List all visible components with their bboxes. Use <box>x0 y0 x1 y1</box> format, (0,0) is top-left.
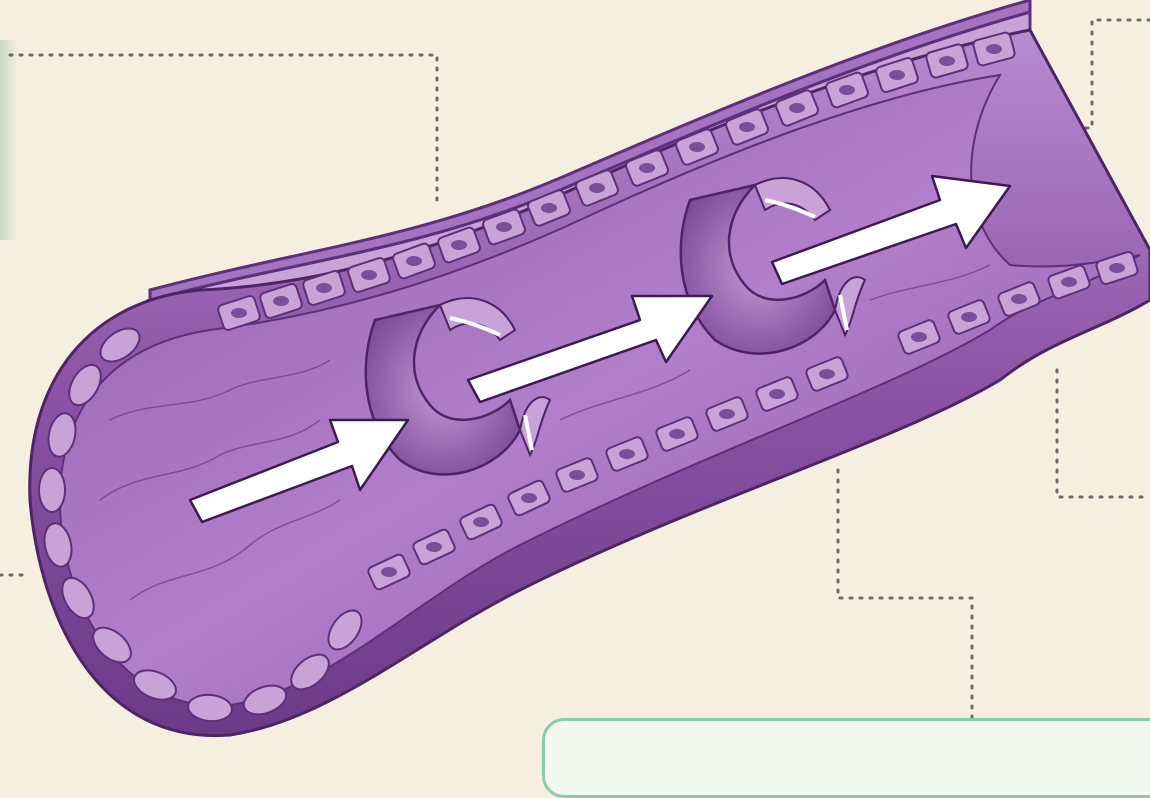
leader-line-top-left <box>10 55 437 200</box>
vein-diagram <box>0 0 1150 745</box>
leader-line-bottom <box>838 470 972 718</box>
leader-line-right <box>1057 370 1150 497</box>
label-box <box>542 718 1150 798</box>
